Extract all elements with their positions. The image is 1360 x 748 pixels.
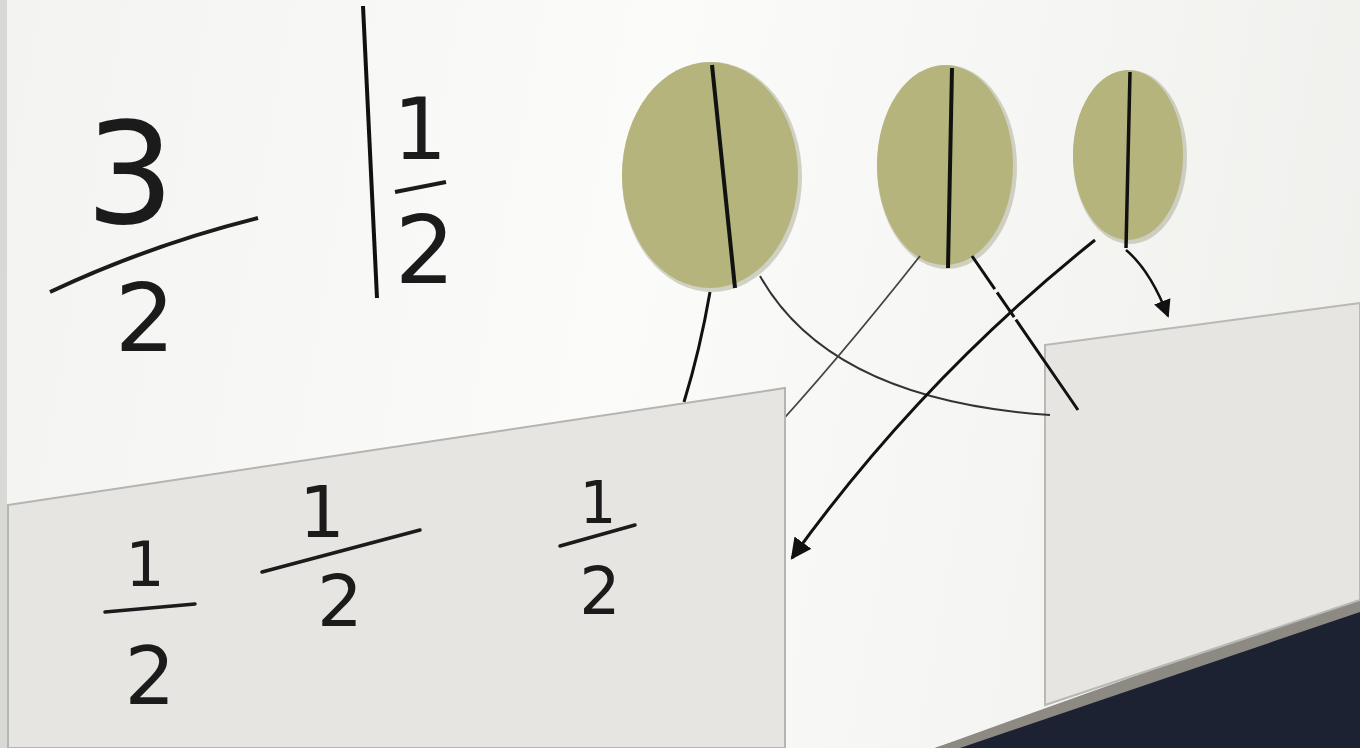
- fraction-digit: 2: [317, 573, 363, 631]
- fraction-digit: 2: [395, 212, 455, 288]
- panel-shape: [0, 380, 790, 748]
- fraction-digit: 2: [579, 566, 620, 618]
- fraction-digit: 1: [299, 484, 345, 542]
- fraction-digit: 3: [85, 119, 174, 231]
- fraction-digit: 1: [393, 96, 447, 164]
- fraction-digit: 2: [115, 280, 175, 356]
- fraction-digit: 1: [125, 540, 164, 590]
- card-panel: 1 2 1 2 1 2: [0, 380, 790, 748]
- fraction-digit: 2: [125, 645, 176, 709]
- fraction-digit: 1: [580, 480, 617, 526]
